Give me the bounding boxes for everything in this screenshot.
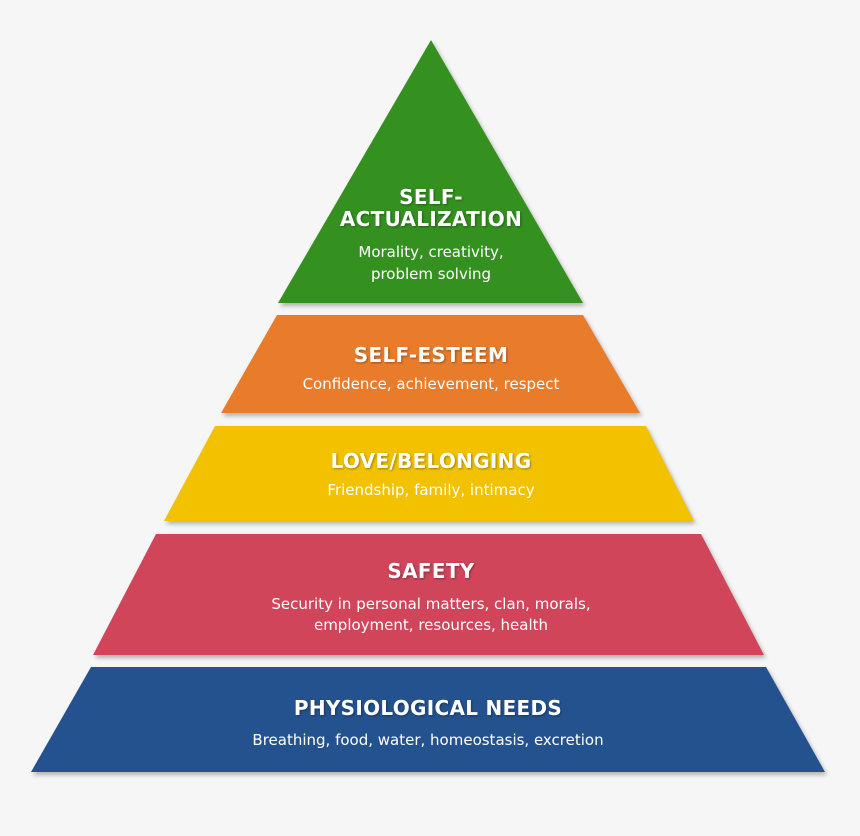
level-title: SELF-ESTEEM	[354, 343, 508, 367]
level-title: SELF-	[399, 185, 463, 209]
level-title: ACTUALIZATION	[340, 207, 522, 231]
level-description: Confidence, achievement, respect	[303, 375, 560, 393]
level-shape	[93, 534, 764, 655]
level-title: PHYSIOLOGICAL NEEDS	[294, 696, 562, 720]
level-shape	[221, 315, 640, 413]
level-title: LOVE/BELONGING	[331, 449, 532, 473]
level-safety: SAFETY Security in personal matters, cla…	[93, 534, 764, 655]
level-description: Friendship, family, intimacy	[327, 481, 534, 499]
level-self-actualization: SELF- ACTUALIZATION Morality, creativity…	[278, 40, 583, 303]
level-shape	[164, 426, 694, 521]
level-description: problem solving	[371, 265, 491, 283]
level-self-esteem: SELF-ESTEEM Confidence, achievement, res…	[221, 315, 640, 413]
level-description: employment, resources, health	[314, 616, 548, 634]
level-shape	[278, 40, 583, 303]
level-description: Security in personal matters, clan, mora…	[271, 595, 590, 613]
level-physiological-needs: PHYSIOLOGICAL NEEDS Breathing, food, wat…	[31, 667, 825, 772]
level-love-belonging: LOVE/BELONGING Friendship, family, intim…	[164, 426, 694, 521]
level-description: Breathing, food, water, homeostasis, exc…	[252, 731, 603, 749]
level-title: SAFETY	[387, 559, 474, 583]
level-shape	[31, 667, 825, 772]
level-description: Morality, creativity,	[358, 243, 503, 261]
